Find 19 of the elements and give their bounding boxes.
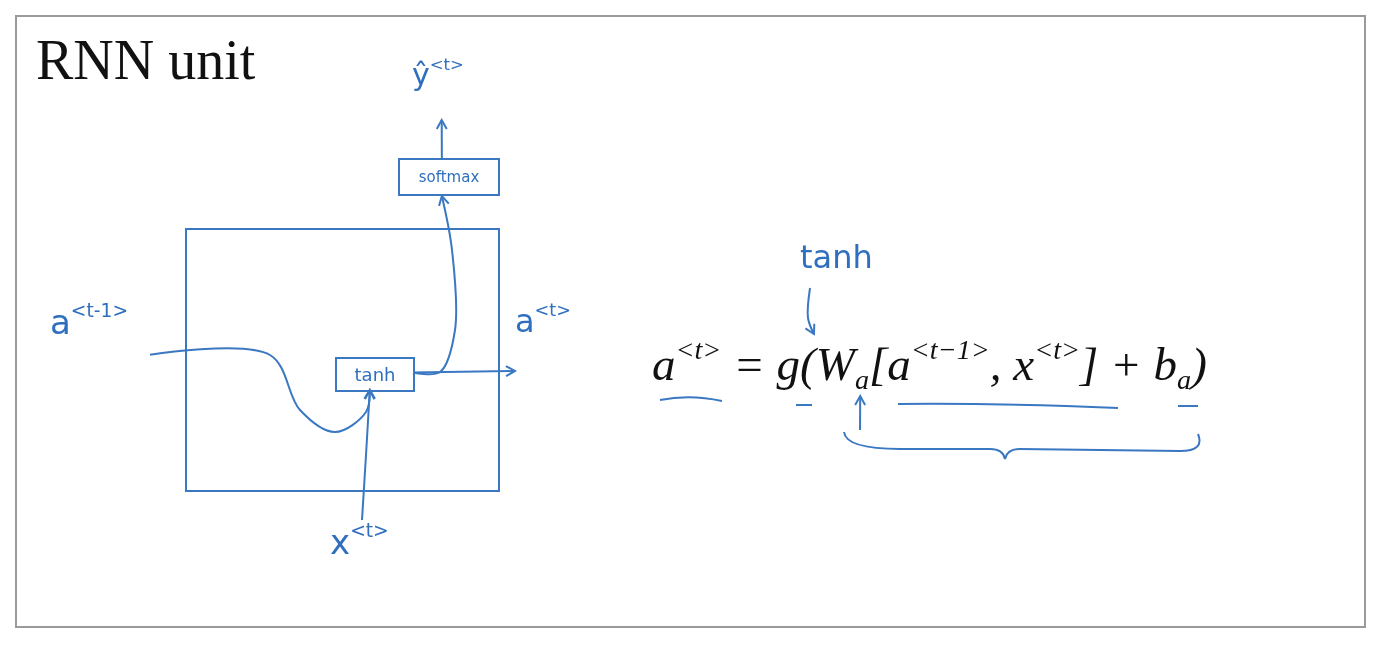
variable-label: tanh [800,238,873,276]
unit-box [185,228,500,492]
variable-label: a$^{<t-1>}$ [50,300,129,342]
pointer-arrow [854,395,867,431]
arrow [149,347,376,433]
variable-label: ŷ$^{<t>}$ [412,55,464,92]
arrow [412,365,516,378]
slide-title: RNN unit [36,28,256,92]
equation: a$^{<t>}$ = g(W$_{a}$[a$^{<t−1>}$, x$^{<t>}$] + b$_{a}$) [652,334,1207,396]
variable-label: x$^{<t>}$ [330,520,389,562]
function-label: tanh [354,364,396,385]
variable-label: a$^{<t>}$ [515,300,571,340]
activation-box [335,357,415,392]
activation-box [398,158,500,196]
arrow [435,119,448,159]
arrow [412,195,458,376]
arrow [361,389,376,521]
function-label: softmax [418,168,480,186]
pointer-arrow [804,287,816,335]
